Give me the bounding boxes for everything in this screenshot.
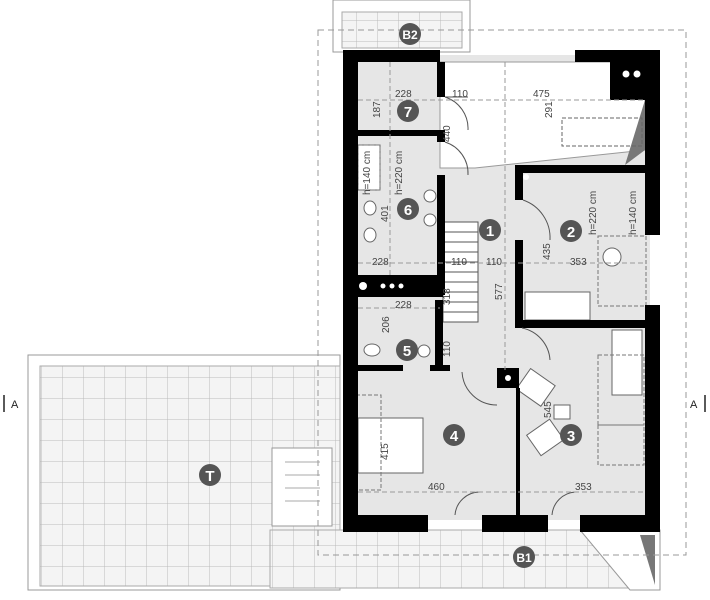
svg-text:T: T bbox=[205, 468, 214, 485]
dim-stair-length: 318 bbox=[442, 288, 453, 305]
room-label-7: 7 bbox=[397, 100, 419, 122]
walls bbox=[343, 50, 660, 532]
balcony-b1 bbox=[269, 529, 661, 591]
dim-r6-width: 228 bbox=[372, 257, 389, 268]
svg-text:B2: B2 bbox=[402, 28, 418, 42]
dim-stair-width: 110 bbox=[451, 257, 467, 268]
dim-corridor-width: 110 bbox=[486, 257, 502, 268]
svg-text:3: 3 bbox=[567, 428, 575, 445]
room-label-4: 4 bbox=[443, 424, 465, 446]
svg-text:7: 7 bbox=[404, 104, 412, 121]
section-marker-right: A bbox=[690, 395, 706, 412]
svg-text:A: A bbox=[11, 399, 19, 411]
svg-text:1: 1 bbox=[486, 223, 494, 240]
dim-r5-height: 206 bbox=[381, 316, 392, 333]
room-label-b2: B2 bbox=[399, 23, 421, 45]
doors bbox=[444, 96, 576, 516]
svg-text:A: A bbox=[690, 399, 698, 411]
dim-r3-width: 353 bbox=[575, 482, 592, 493]
dim-r2-height2: h=140 cm bbox=[628, 191, 639, 235]
svg-text:5: 5 bbox=[403, 343, 411, 360]
dim-r4-depth: 415 bbox=[380, 443, 391, 460]
dim-r7-height: 187 bbox=[372, 101, 383, 118]
dim-r6-height2: h=220 cm bbox=[394, 151, 405, 195]
dim-corridor-top: 110 bbox=[452, 89, 468, 100]
roof-outline bbox=[317, 29, 687, 556]
room-label-terrace: T bbox=[199, 464, 221, 486]
dim-r5-width: 228 bbox=[395, 300, 412, 311]
dim-void-width: 475 bbox=[533, 89, 550, 100]
svg-text:6: 6 bbox=[404, 202, 412, 219]
room-label-6: 6 bbox=[397, 198, 419, 220]
dim-corridor-length: 577 bbox=[494, 283, 505, 300]
dim-r2-width: 353 bbox=[570, 257, 587, 268]
room-label-5: 5 bbox=[396, 339, 418, 361]
svg-text:2: 2 bbox=[567, 224, 575, 241]
room-label-b1: B1 bbox=[513, 546, 535, 568]
dim-r7-width: 228 bbox=[395, 89, 412, 100]
dim-r6-height1: h=140 cm bbox=[362, 151, 373, 195]
dim-void-height: 291 bbox=[544, 101, 555, 118]
room-label-1: 1 bbox=[479, 219, 501, 241]
dim-r4-width: 460 bbox=[428, 482, 445, 493]
svg-text:4: 4 bbox=[450, 428, 459, 445]
dim-r3-depth: 545 bbox=[543, 401, 554, 418]
dim-r5-door: 110 bbox=[442, 341, 453, 357]
dim-r6-depth: 401 bbox=[380, 205, 391, 222]
svg-text:B1: B1 bbox=[516, 551, 532, 565]
dim-r2-depth: 435 bbox=[542, 243, 553, 260]
section-marker-left: A bbox=[3, 395, 19, 412]
dim-r2-height1: h=220 cm bbox=[588, 191, 599, 235]
room-label-3: 3 bbox=[560, 424, 582, 446]
furniture bbox=[357, 144, 643, 474]
staircase bbox=[442, 221, 479, 323]
room-label-2: 2 bbox=[560, 220, 582, 242]
balcony-b2 bbox=[332, 0, 471, 53]
dim-corridor-height: 440 bbox=[442, 125, 453, 142]
